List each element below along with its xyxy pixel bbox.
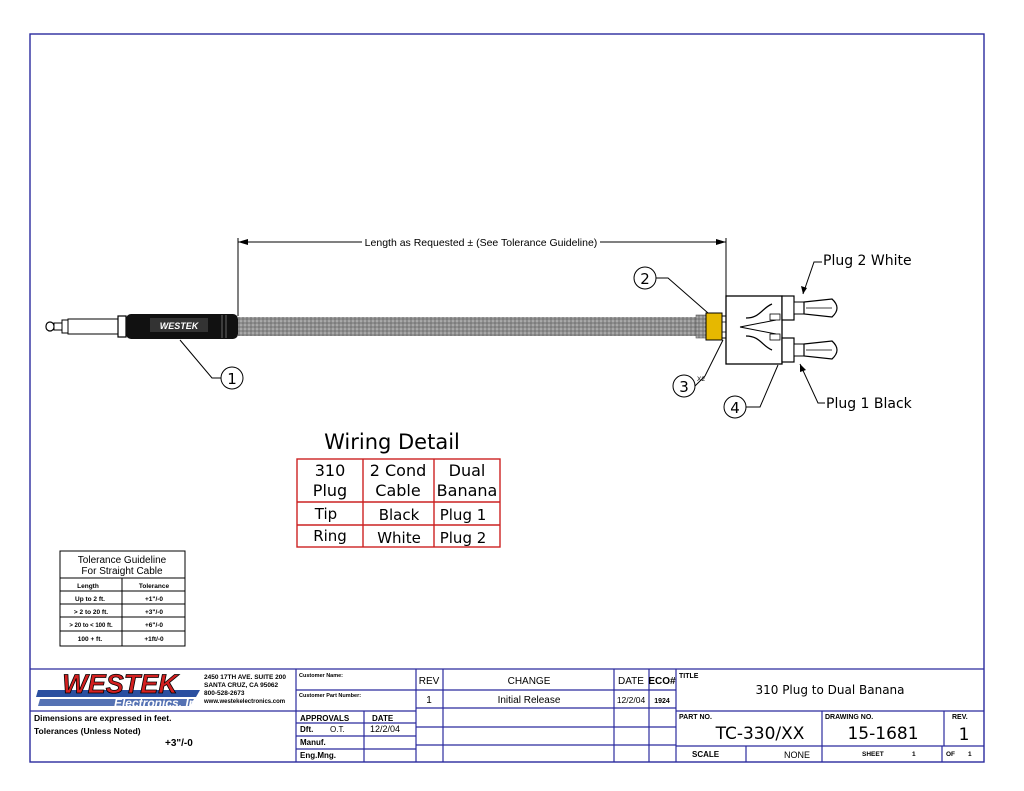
callout-2: 2 [633,266,709,314]
svg-text:White: White [377,529,421,547]
svg-text:Dimensions are expressed in fe: Dimensions are expressed in feet. [34,713,171,723]
svg-text:Black: Black [379,506,420,524]
svg-text:12/2/04: 12/2/04 [617,695,646,705]
svg-text:12/2/04: 12/2/04 [370,724,400,734]
svg-text:www.westekelectronics.com: www.westekelectronics.com [203,699,285,705]
svg-text:Plug 2: Plug 2 [440,529,487,547]
svg-text:SHEET: SHEET [862,751,884,758]
svg-text:800-528-2673: 800-528-2673 [204,690,245,697]
part-number: TC-330/XX [715,724,805,744]
plug2-label: Plug 2 White [823,253,912,269]
plug-310: WESTEK [45,314,238,339]
svg-text:DRAWING NO.: DRAWING NO. [825,714,873,721]
svg-text:+1ft/-0: +1ft/-0 [144,636,164,643]
svg-text:1924: 1924 [654,698,670,705]
svg-text:310: 310 [315,461,346,480]
svg-text:Tolerances (Unless Noted): Tolerances (Unless Noted) [34,726,141,736]
svg-text:WESTEK: WESTEK [62,669,180,699]
svg-text:Tip: Tip [314,505,337,523]
length-dimension: Length as Requested ± (See Tolerance Gui… [237,237,727,316]
svg-text:ECO#: ECO# [648,676,676,687]
svg-text:2: 2 [640,270,650,288]
cable-assembly: WESTEK [45,295,838,365]
svg-text:Tolerance Guideline: Tolerance Guideline [78,555,167,566]
callout-3: 3 X2 [672,339,724,398]
svg-text:3: 3 [679,378,689,396]
svg-text:Dft.: Dft. [300,725,313,734]
tolerance-guideline: Tolerance Guideline For Straight Cable L… [59,550,186,647]
wiring-title: Wiring Detail [324,430,460,454]
svg-text:Tolerance: Tolerance [139,583,170,590]
svg-text:+3"/-0: +3"/-0 [165,738,193,749]
svg-text:CHANGE: CHANGE [508,676,551,687]
wiring-detail: Wiring Detail 310 Plug 2 Cond Cable Dual… [296,430,501,548]
svg-text:100 + ft.: 100 + ft. [78,636,103,643]
svg-text:O.T.: O.T. [330,725,345,734]
callout-4: 4 [723,364,779,419]
svg-text:Plug: Plug [313,481,347,500]
svg-text:+6"/-0: +6"/-0 [145,622,163,629]
svg-text:TITLE: TITLE [679,673,699,680]
svg-text:2450 17TH AVE. SUITE 200: 2450 17TH AVE. SUITE 200 [204,674,286,681]
svg-text:2 Cond: 2 Cond [370,461,427,480]
drawing-number: 15-1681 [847,724,918,744]
svg-text:Manuf.: Manuf. [300,738,326,747]
svg-text:Eng.Mng.: Eng.Mng. [300,751,336,760]
svg-text:Length: Length [77,583,99,590]
svg-text:1: 1 [227,370,237,388]
svg-text:1: 1 [912,751,916,758]
svg-text:Initial Release: Initial Release [498,695,561,706]
drawing-title: 310 Plug to Dual Banana [755,683,904,697]
svg-text:Dual: Dual [449,461,486,480]
svg-text:Ring: Ring [313,527,347,545]
svg-text:Up to 2 ft.: Up to 2 ft. [75,596,105,603]
plug1-label: Plug 1 Black [826,396,913,412]
company-logo: WESTEK Electronics, Inc. [36,669,206,710]
dual-banana-housing [725,295,795,365]
svg-text:SCALE: SCALE [692,750,720,759]
svg-text:Cable: Cable [375,481,420,500]
dimension-label: Length as Requested ± (See Tolerance Gui… [365,237,598,249]
svg-text:> 2 to 20 ft.: > 2 to 20 ft. [74,609,108,616]
sheet-border [29,33,985,763]
svg-text:REV: REV [419,676,440,687]
svg-text:NONE: NONE [784,750,810,760]
plug-brand-text: WESTEK [160,321,200,331]
callout-1: 1 [179,339,244,390]
svg-text:SANTA CRUZ, CA 95062: SANTA CRUZ, CA 95062 [204,682,279,689]
svg-text:+3"/-0: +3"/-0 [145,609,163,616]
svg-text:+1"/-0: +1"/-0 [145,596,163,603]
svg-text:Plug 1: Plug 1 [440,506,487,524]
svg-text:DATE: DATE [618,676,644,687]
svg-text:REV.: REV. [952,714,968,721]
svg-text:PART NO.: PART NO. [679,714,712,721]
svg-text:Banana: Banana [437,481,498,500]
cable-body [238,317,696,336]
svg-text:Customer Part Number:: Customer Part Number: [299,693,361,699]
revision-number: 1 [959,725,970,745]
title-block: WESTEK Electronics, Inc. 2450 17TH AVE. … [30,668,984,762]
svg-text:Electronics, Inc.: Electronics, Inc. [114,696,206,710]
svg-text:1: 1 [426,695,432,706]
svg-text:OF: OF [946,751,955,758]
banana-plug-2 [793,298,838,318]
svg-text:DATE: DATE [372,714,394,723]
svg-text:1: 1 [968,751,972,758]
svg-text:4: 4 [730,399,740,417]
svg-text:For Straight Cable: For Straight Cable [81,566,163,577]
strain-relief [705,312,723,341]
banana-plug-1 [793,340,838,360]
svg-text:APPROVALS: APPROVALS [300,714,350,723]
svg-text:Customer Name:: Customer Name: [299,673,343,679]
svg-text:> 20 to < 100 ft.: > 20 to < 100 ft. [69,623,113,629]
